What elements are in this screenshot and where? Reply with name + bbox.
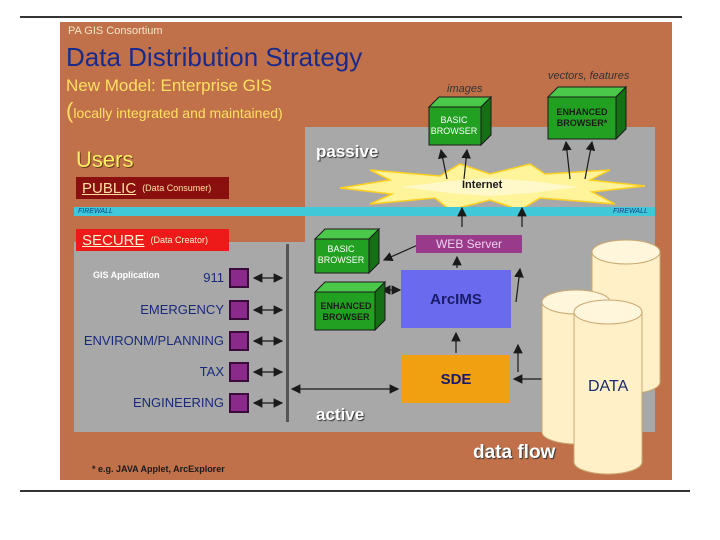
slide: FIREWALL FIREWALL PA GIS Consortium Data… <box>60 22 672 480</box>
public-bar: PUBLIC (Data Consumer) <box>76 177 229 199</box>
app-box-911 <box>229 268 249 288</box>
secure-label: SECURE <box>82 231 145 249</box>
active-label: active <box>316 405 365 424</box>
subtitle: New Model: Enterprise GIS <box>66 76 272 95</box>
top-basic-browser-label: BASIC BROWSER <box>430 115 478 136</box>
secure-bar: SECURE (Data Creator) <box>76 229 229 251</box>
app-label-engineering: ENGINEERING <box>132 395 224 410</box>
vectors-caption: vectors, features <box>548 70 630 82</box>
org-label: PA GIS Consortium <box>68 25 163 37</box>
top-rule <box>20 16 682 18</box>
passive-label: passive <box>316 142 379 161</box>
users-heading: Users <box>76 147 134 172</box>
secure-role: (Data Creator) <box>150 235 209 245</box>
mid-basic-browser-cube <box>313 227 381 275</box>
bottom-rule <box>20 490 690 492</box>
images-caption: images <box>447 83 483 95</box>
firewall-band <box>74 207 655 216</box>
internet-starburst <box>339 163 646 211</box>
footnote: * e.g. JAVA Applet, ArcExplorer <box>92 464 225 474</box>
firewall-label-left: FIREWALL <box>78 208 113 215</box>
public-label: PUBLIC <box>82 179 137 197</box>
firewall-label-right: FIREWALL <box>613 208 648 215</box>
top-enhanced-browser-label: ENHANCED BROWSER* <box>556 107 608 128</box>
subtitle-2: (locally integrated and maintained) <box>66 98 283 123</box>
top-enhanced-browser-cube <box>546 85 628 141</box>
app-bus-line <box>286 244 289 422</box>
mid-basic-browser-label: BASIC BROWSER <box>317 244 365 265</box>
app-box-engineering <box>229 393 249 413</box>
data-label: DATA <box>588 378 629 395</box>
mid-enhanced-browser-cube <box>313 280 387 332</box>
data-flow-label: data flow <box>473 442 556 463</box>
top-basic-browser-cube <box>427 95 493 147</box>
arcims-box: ArcIMS <box>401 270 511 328</box>
app-label-environ-planning: ENVIRONM/PLANNING <box>83 333 224 348</box>
app-label-tax: TAX <box>199 364 224 379</box>
mid-enhanced-browser-label: ENHANCED BROWSER <box>320 301 372 322</box>
page-title: Data Distribution Strategy <box>66 42 363 72</box>
internet-label: Internet <box>462 179 503 191</box>
sde-box: SDE <box>402 355 510 403</box>
data-cylinders <box>541 239 661 475</box>
app-label-emergency: EMERGENCY <box>140 302 224 317</box>
gis-application-label: GIS Application <box>93 270 160 280</box>
app-box-tax <box>229 362 249 382</box>
app-box-environ-planning <box>229 331 249 351</box>
app-box-emergency <box>229 300 249 320</box>
web-server-box: WEB Server <box>416 235 522 253</box>
public-role: (Data Consumer) <box>142 183 212 193</box>
app-label-911: 911 <box>203 270 224 285</box>
